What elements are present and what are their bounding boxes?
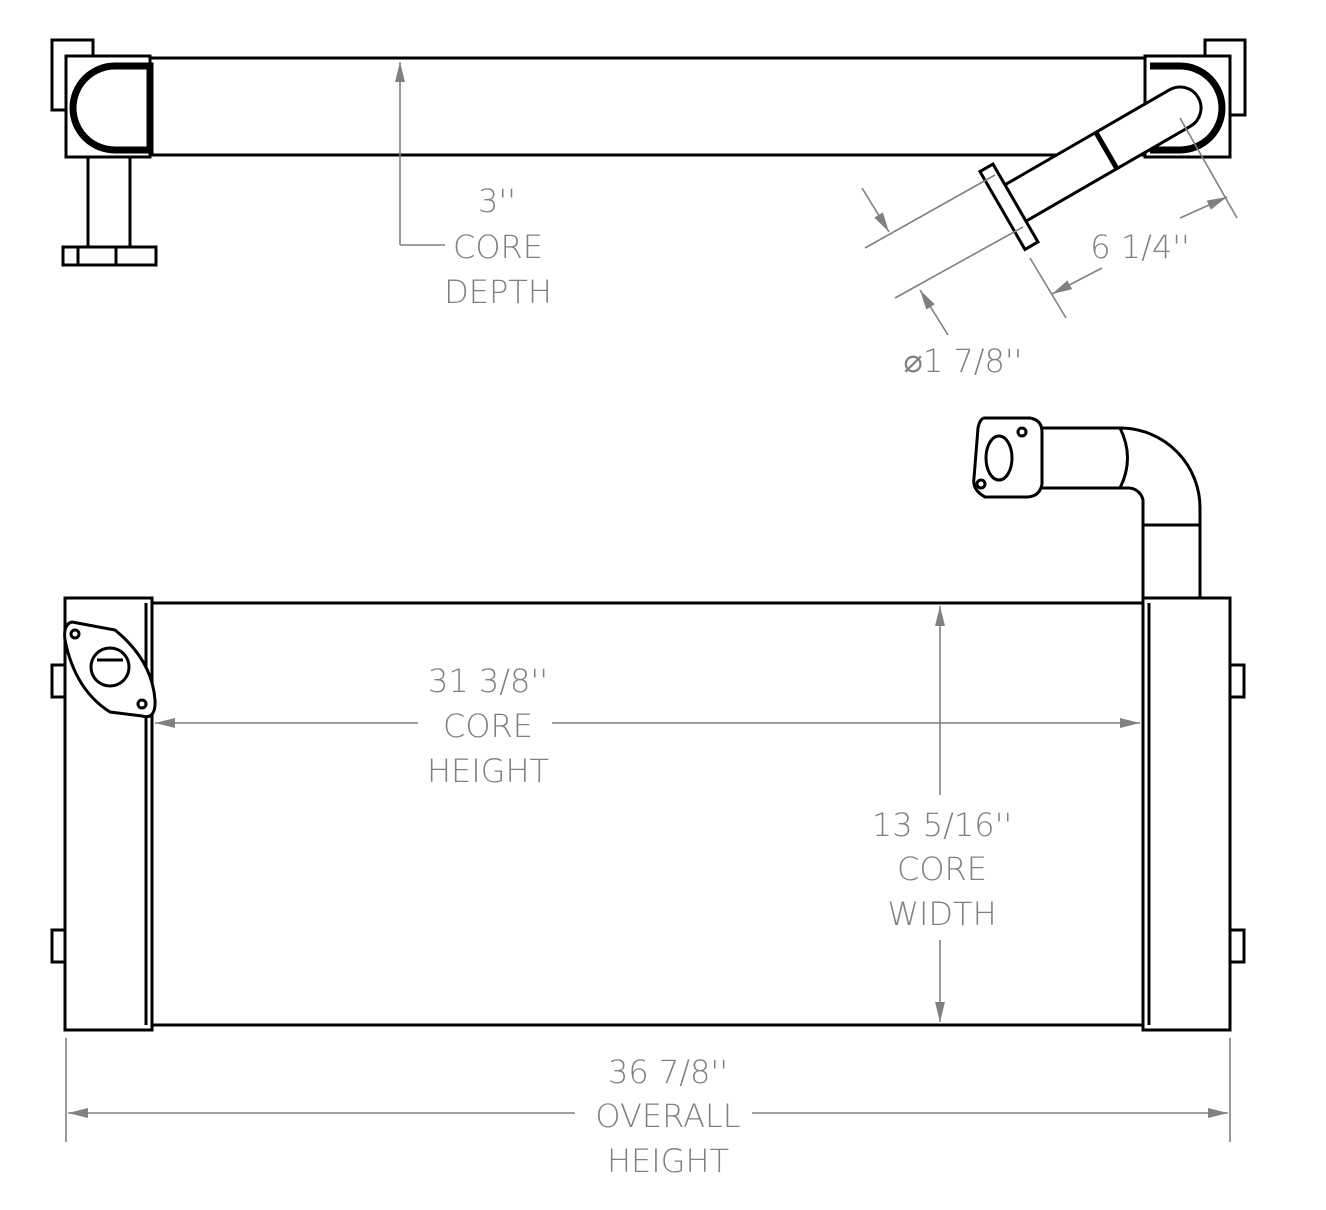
- overall-height-value: 36 7/8'': [608, 1053, 728, 1091]
- overall-height-label-1: OVERALL: [595, 1097, 740, 1135]
- core-depth-dimension: 3'' CORE DEPTH: [395, 62, 552, 311]
- outlet-diameter-value: ⌀1 7/8'': [904, 342, 1023, 380]
- core-width-label-2: WIDTH: [887, 895, 996, 933]
- core-height-dimension: 31 3/8'' CORE HEIGHT: [155, 662, 1140, 790]
- core-height-value: 31 3/8'': [428, 662, 548, 700]
- left-tank-front: [50, 596, 157, 1032]
- core-height-label-1: CORE: [443, 707, 533, 745]
- core-height-label-2: HEIGHT: [427, 752, 549, 790]
- core-depth-label-2: DEPTH: [444, 273, 552, 311]
- outlet-pipe-front: [972, 416, 1202, 598]
- core-top: [148, 56, 1147, 157]
- outlet-diameter-dimension: ⌀1 7/8'': [861, 174, 1024, 380]
- outlet-length-value: 6 1/4'': [1090, 228, 1190, 266]
- core-width-dimension: 13 5/16'' CORE WIDTH: [872, 606, 1012, 1022]
- core-width-label-1: CORE: [897, 850, 987, 888]
- core-depth-label-1: CORE: [453, 228, 543, 266]
- core-width-value: 13 5/16'': [872, 806, 1012, 844]
- top-view: 3'' CORE DEPTH 6 1/4'' ⌀1 7/8'': [50, 38, 1247, 380]
- overall-height-label-2: HEIGHT: [607, 1142, 729, 1180]
- left-tank-top: [50, 38, 158, 267]
- core-depth-value: 3'': [478, 182, 516, 220]
- outlet-pipe-top: [977, 85, 1203, 252]
- front-view: 31 3/8'' CORE HEIGHT 13 5/16'' CORE WIDT…: [50, 416, 1246, 1180]
- outlet-length-dimension: 6 1/4'': [1029, 117, 1238, 319]
- right-tank-front: [1141, 596, 1246, 1032]
- overall-height-dimension: 36 7/8'' OVERALL HEIGHT: [65, 1038, 1231, 1180]
